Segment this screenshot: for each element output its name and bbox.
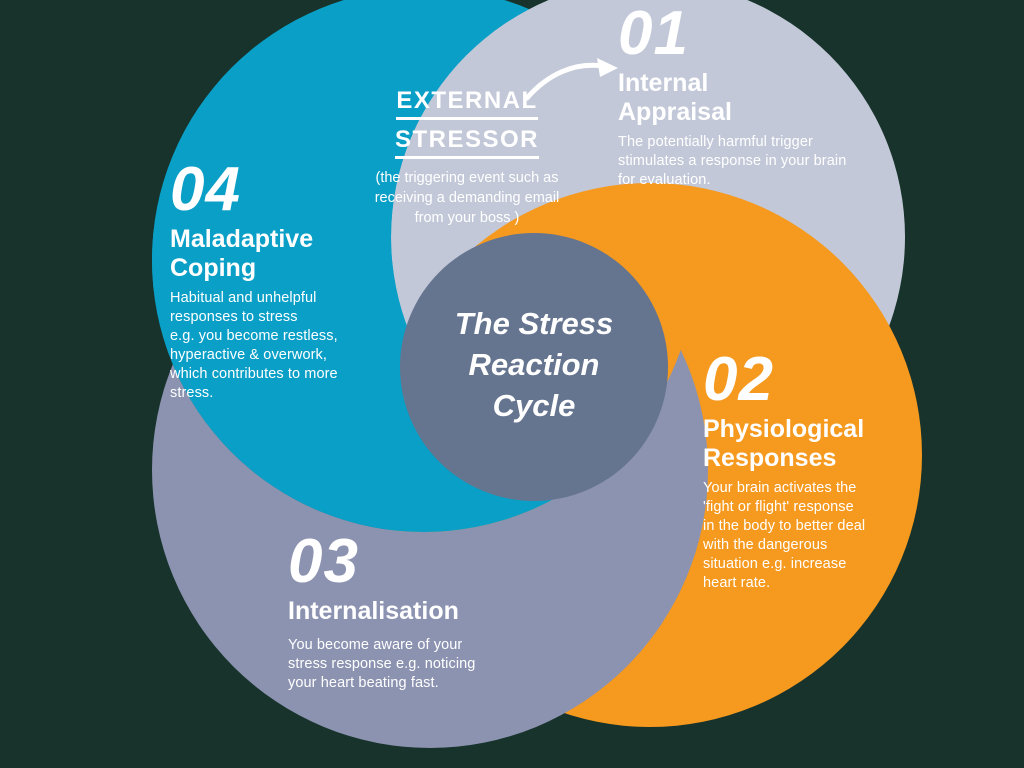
step-04-number: 04 bbox=[170, 155, 241, 224]
external-stressor-block: EXTERNAL STRESSOR (the triggering event … bbox=[357, 88, 577, 228]
step-02-description: Your brain activates the 'fight or fligh… bbox=[703, 480, 866, 591]
step-04: 04 Maladaptive Coping Habitual and unhel… bbox=[170, 158, 370, 403]
step-01: 01 Internal Appraisal The potentially ha… bbox=[618, 2, 878, 190]
step-03: 03 Internalisation You become aware of y… bbox=[288, 530, 538, 693]
external-stressor-description: (the triggering event such as receiving … bbox=[374, 170, 560, 226]
external-stressor-label-line2: STRESSOR bbox=[394, 127, 540, 159]
step-03-number: 03 bbox=[288, 527, 359, 596]
step-04-title: Maladaptive Coping bbox=[170, 225, 314, 282]
center-title: The Stress Reaction Cycle bbox=[454, 306, 614, 423]
step-02-number: 02 bbox=[703, 345, 774, 414]
step-01-number: 01 bbox=[618, 0, 689, 68]
step-04-description: Habitual and unhelpful responses to stre… bbox=[170, 290, 338, 401]
external-stressor-label-line1: EXTERNAL bbox=[396, 88, 538, 120]
step-01-description: The potentially harmful trigger stimulat… bbox=[618, 134, 847, 188]
step-03-title: Internalisation bbox=[288, 597, 459, 625]
center-circle bbox=[400, 233, 668, 501]
step-01-title: Internal Appraisal bbox=[618, 69, 732, 126]
step-03-description: You become aware of your stress response… bbox=[288, 637, 476, 691]
curved-arrow-icon bbox=[524, 58, 618, 101]
step-02: 02 Physiological Responses Your brain ac… bbox=[703, 348, 898, 593]
step-02-title: Physiological Responses bbox=[703, 415, 865, 472]
